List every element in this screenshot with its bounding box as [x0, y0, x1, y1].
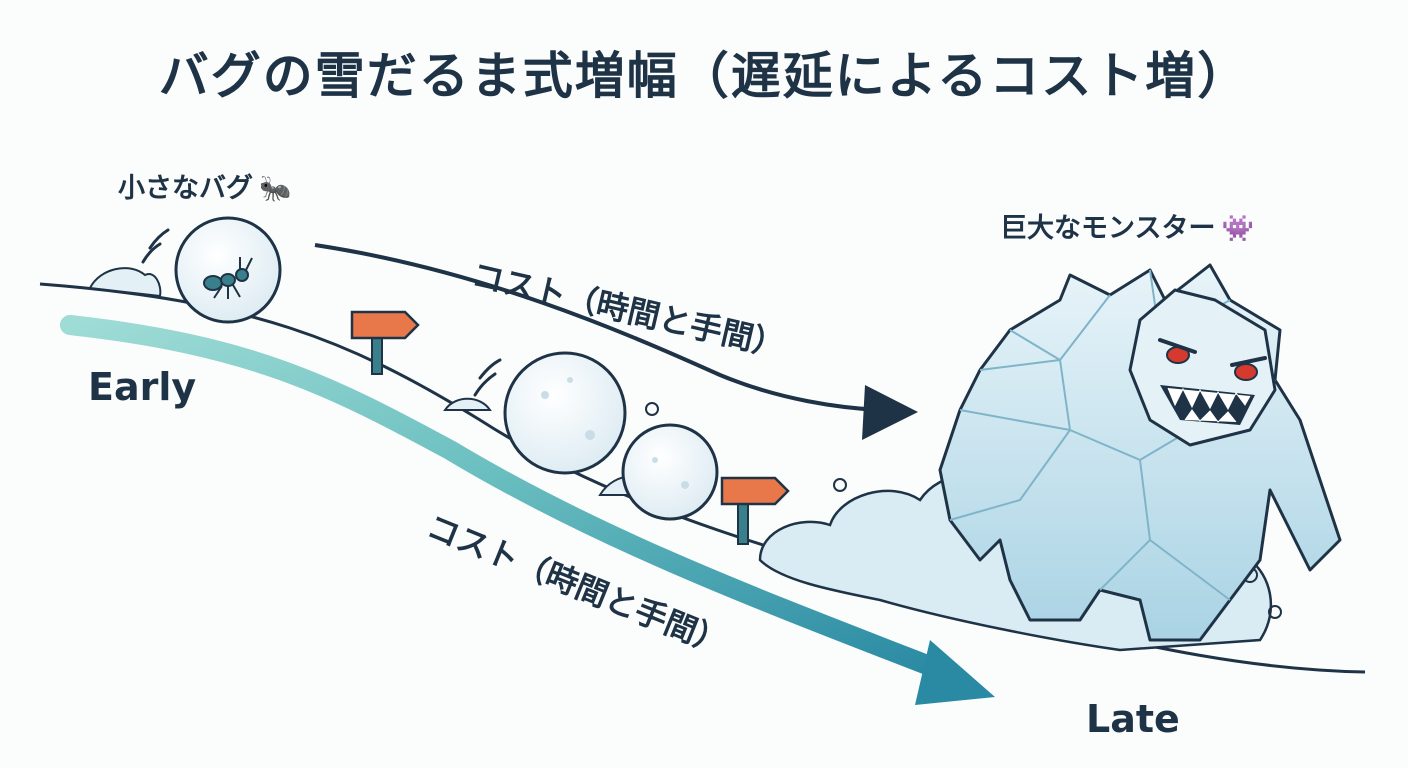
- late-label: Late: [1086, 697, 1180, 741]
- monster-text: 巨大なモンスター: [1000, 213, 1216, 244]
- page-title: バグの雪だるま式増幅（遅延によるコスト増）: [158, 47, 1250, 105]
- alien-monster-icon: 👾: [1221, 214, 1254, 244]
- hill-slope: [39, 282, 1366, 674]
- small-bug-label: 小さなバグ🐜: [118, 166, 291, 205]
- cost-arrow-top-head: [862, 385, 918, 440]
- snow-mound: [88, 267, 162, 298]
- snowball-icon: [141, 216, 282, 324]
- cost-growth-arrowhead: [915, 640, 995, 705]
- early-label: Early: [88, 365, 197, 409]
- small-bug-text: 小さなバグ: [118, 173, 253, 204]
- signpost-icon: [350, 310, 420, 375]
- ant-icon: [203, 257, 253, 299]
- ice-monster-icon: [938, 263, 1342, 642]
- signpost-icon: [720, 476, 790, 545]
- ant-icon: 🐜: [259, 174, 292, 204]
- snowball-icon: [598, 402, 719, 521]
- snowball-icon: [443, 351, 627, 475]
- cost-arrow-top: [314, 243, 881, 412]
- monster-label: 巨大なモンスター👾: [1000, 206, 1254, 245]
- cost-growth-arrow: [60, 315, 950, 680]
